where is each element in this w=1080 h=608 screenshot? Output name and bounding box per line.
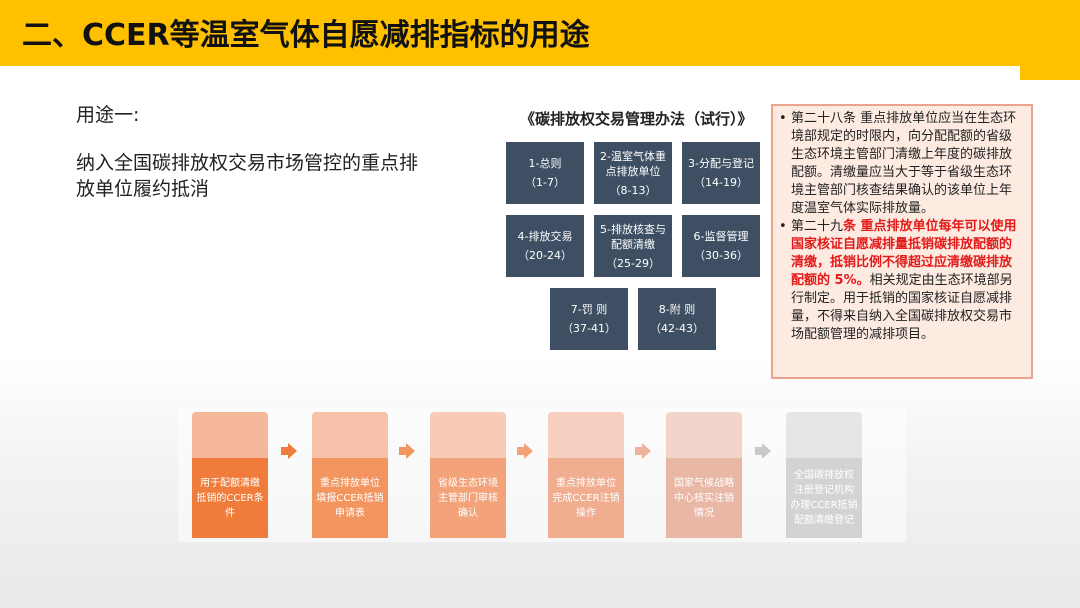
flow-step: 省级生态环境主管部门审核确认	[430, 458, 506, 538]
chapter-range: （42-43）	[650, 322, 704, 335]
chapter-name: 1-总则	[528, 157, 562, 170]
header-bar: 二、CCER等温室气体自愿减排指标的用途	[0, 0, 1080, 66]
page-title: 二、CCER等温室气体自愿减排指标的用途	[22, 18, 590, 53]
chapter-box: 8-附 则 （42-43）	[638, 288, 716, 350]
flow-step-cap	[666, 412, 742, 458]
article-29-prefix: 第二十九	[791, 219, 844, 234]
flow-step-cap	[192, 412, 268, 458]
chapter-box: 5-排放核查与配额清缴 （25-29）	[594, 215, 672, 277]
flow-step: 重点排放单位完成CCER注销操作	[548, 458, 624, 538]
chapter-range: （1-7）	[525, 176, 565, 189]
process-flow	[178, 408, 906, 542]
chapter-box: 2-温室气体重点排放单位 （8-13）	[594, 142, 672, 204]
article-28: 第二十八条 重点排放单位应当在生态环境部规定的时限内，向分配配额的省级生态环境主…	[779, 110, 1023, 218]
chapter-box: 7-罚 则 （37-41）	[550, 288, 628, 350]
flow-arrow-shaft	[399, 447, 406, 455]
chapter-name: 8-附 则	[658, 303, 696, 316]
article-29: 第二十九条 重点排放单位每年可以使用国家核证自愿减排量抵销碳排放配额的清缴，抵销…	[779, 218, 1023, 344]
chapter-name: 3-分配与登记	[688, 157, 754, 170]
chapter-box: 4-排放交易 （20-24）	[506, 215, 584, 277]
chapter-box: 6-监督管理 （30-36）	[682, 215, 760, 277]
chapter-box: 3-分配与登记 （14-19）	[682, 142, 760, 204]
flow-step-cap	[312, 412, 388, 458]
chapter-range: （14-19）	[694, 176, 748, 189]
usage-description: 纳入全国碳排放权交易市场管控的重点排放单位履约抵消	[76, 152, 419, 200]
header-accent-tab	[1020, 62, 1080, 80]
chapter-name: 4-排放交易	[517, 230, 573, 243]
flow-arrow-icon	[762, 443, 771, 459]
chapter-name: 2-温室气体重点排放单位	[600, 149, 666, 178]
flow-arrow-icon	[288, 443, 297, 459]
flow-step: 用于配额清缴抵销的CCER条件	[192, 458, 268, 538]
article-box: 第二十八条 重点排放单位应当在生态环境部规定的时限内，向分配配额的省级生态环境主…	[771, 104, 1033, 379]
article-29-rest: 相关规定由生态环境部另行制定。用于抵销的国家核证自愿减排量，不得来自纳入全国碳排…	[791, 273, 1013, 342]
flow-step-cap	[430, 412, 506, 458]
law-title: 《碳排放权交易管理办法（试行）》	[520, 110, 753, 128]
flow-arrow-shaft	[517, 447, 524, 455]
chapter-range: （20-24）	[518, 249, 572, 262]
chapter-range: （30-36）	[694, 249, 748, 262]
flow-step: 全国碳排放权注册登记机构办理CCER抵销配额清缴登记	[786, 458, 862, 538]
chapter-range: （8-13）	[609, 183, 657, 197]
chapter-name: 5-排放核查与配额清缴	[600, 222, 666, 251]
chapter-box: 1-总则 （1-7）	[506, 142, 584, 204]
flow-step: 重点排放单位填报CCER抵销申请表	[312, 458, 388, 538]
flow-step-cap	[548, 412, 624, 458]
chapter-name: 7-罚 则	[570, 303, 608, 316]
flow-step-cap	[786, 412, 862, 458]
flow-arrow-icon	[406, 443, 415, 459]
flow-arrow-shaft	[281, 447, 288, 455]
flow-arrow-icon	[524, 443, 533, 459]
usage-label: 用途一:	[76, 104, 140, 126]
flow-step: 国家气候战略中心核实注销情况	[666, 458, 742, 538]
chapter-name: 6-监督管理	[693, 230, 749, 243]
chapter-range: （25-29）	[606, 256, 660, 270]
chapter-range: （37-41）	[562, 322, 616, 335]
flow-arrow-shaft	[635, 447, 642, 455]
flow-arrow-shaft	[755, 447, 762, 455]
article-29-highlight: 条 重点排放单位每年可以使用国家核证自愿减排量抵销碳排放配额的清缴，抵销比例不得…	[791, 219, 1017, 288]
flow-arrow-icon	[642, 443, 651, 459]
